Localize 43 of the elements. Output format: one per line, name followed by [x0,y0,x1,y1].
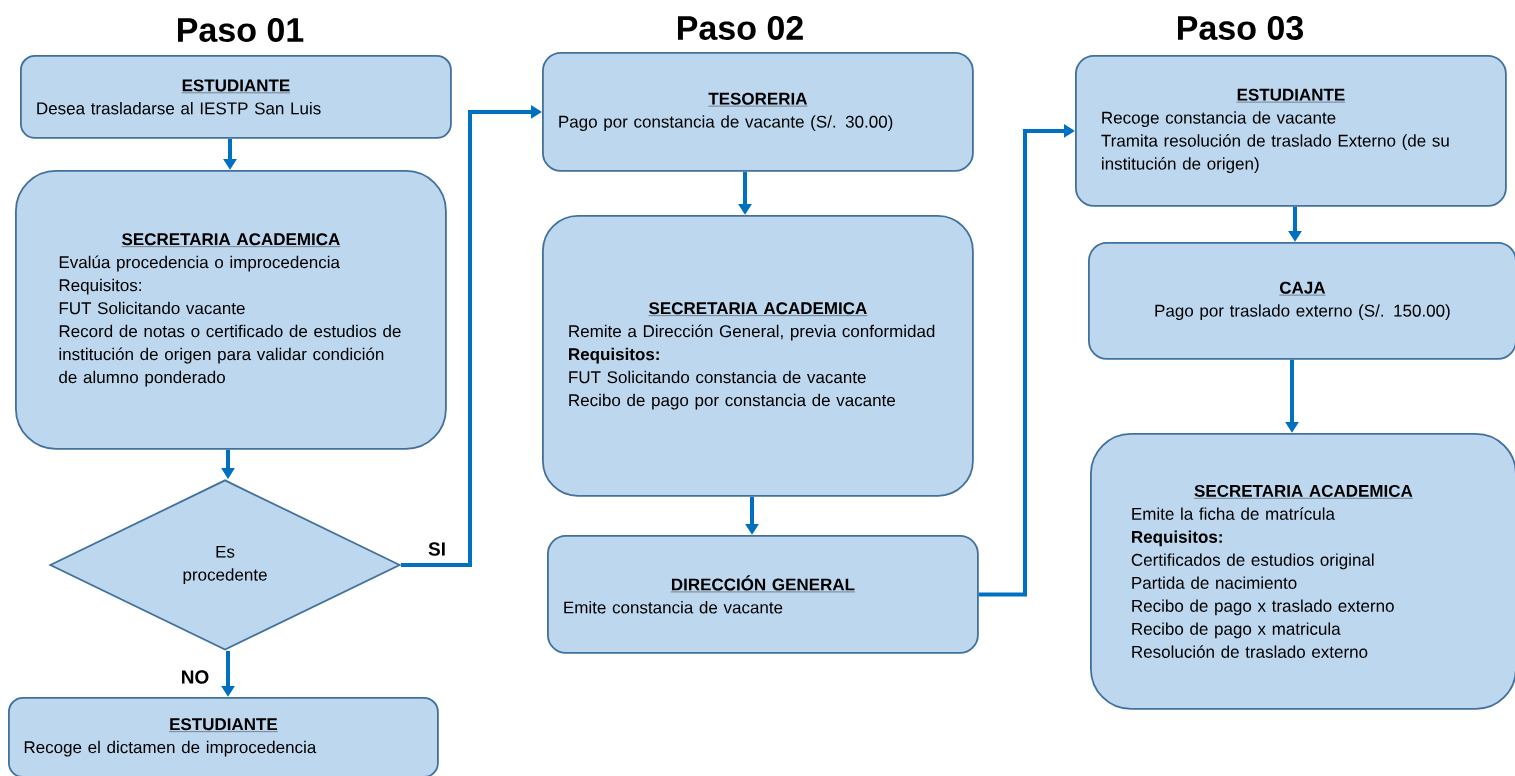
box-text: Desea trasladarse al IESTP San Luis [37,101,321,115]
box-text: Emite constancia de vacante [564,601,783,614]
diamond-text: Es procedente [183,545,267,585]
box-text: Requisitos: [569,347,659,364]
box-text: Recibo de pago x matricula [1132,622,1341,639]
box-text: Requisitos: [59,278,141,295]
box-text: Emite la ficha de matrícula [1132,507,1335,520]
box-heading: SECRETARIA ACADEMICA [121,233,341,247]
box-text: Tramita resolución de traslado Externo (de su institución de origen) [1101,134,1449,174]
box-text: Remite a Dirección General, previa conformidad [569,324,935,341]
edge-label: NO [182,670,209,684]
box-heading: DIRECCIÓN GENERAL [670,575,856,593]
process-box [1075,55,1507,207]
process-box [547,535,979,654]
box-text: Recoge constancia de vacante [1102,111,1336,128]
box-text: Recibo de pago x traslado externo [1132,599,1394,616]
process-box [542,52,974,172]
box-heading: CAJA [1279,281,1326,296]
box-heading: ESTUDIANTE [168,718,278,732]
box-text: Resolución de traslado externo [1132,645,1368,658]
box-text: Certificados de estudios original [1131,553,1374,570]
box-text: Recibo de pago por constancia de vacante [569,393,895,410]
box-heading: SECRETARIA ACADEMICA [648,302,868,316]
box-heading: TESORERIA [708,92,808,107]
box-text: Pago por constancia de vacante (S/. 30.00) [559,115,893,132]
box-heading: ESTUDIANTE [181,79,291,93]
box-text: Recoge el dictamen de improcedencia [24,740,317,757]
process-box [542,215,974,497]
process-box [1088,242,1515,360]
box-heading: ESTUDIANTE [1236,88,1346,103]
box-text: Partida de nacimiento [1132,576,1297,589]
process-box [8,697,439,776]
box-heading: SECRETARIA ACADEMICA [1193,484,1413,499]
box-text: Requisitos: [1132,530,1222,547]
process-box [20,55,452,139]
box-text: Evalúa procedencia o improcedencia [59,255,340,272]
box-text: Record de notas o certificado de estudios de institución de origen para validar condición de alumno ponderado [59,324,401,387]
box-text: FUT Solicitando constancia de vacante [569,370,866,384]
edge-label: SI [428,542,445,556]
process-box [15,170,447,450]
box-text: FUT Solicitando vacante [59,301,245,315]
box-text: Pago por traslado externo (S/. 150.00) [1155,304,1450,321]
process-box [1090,433,1515,710]
